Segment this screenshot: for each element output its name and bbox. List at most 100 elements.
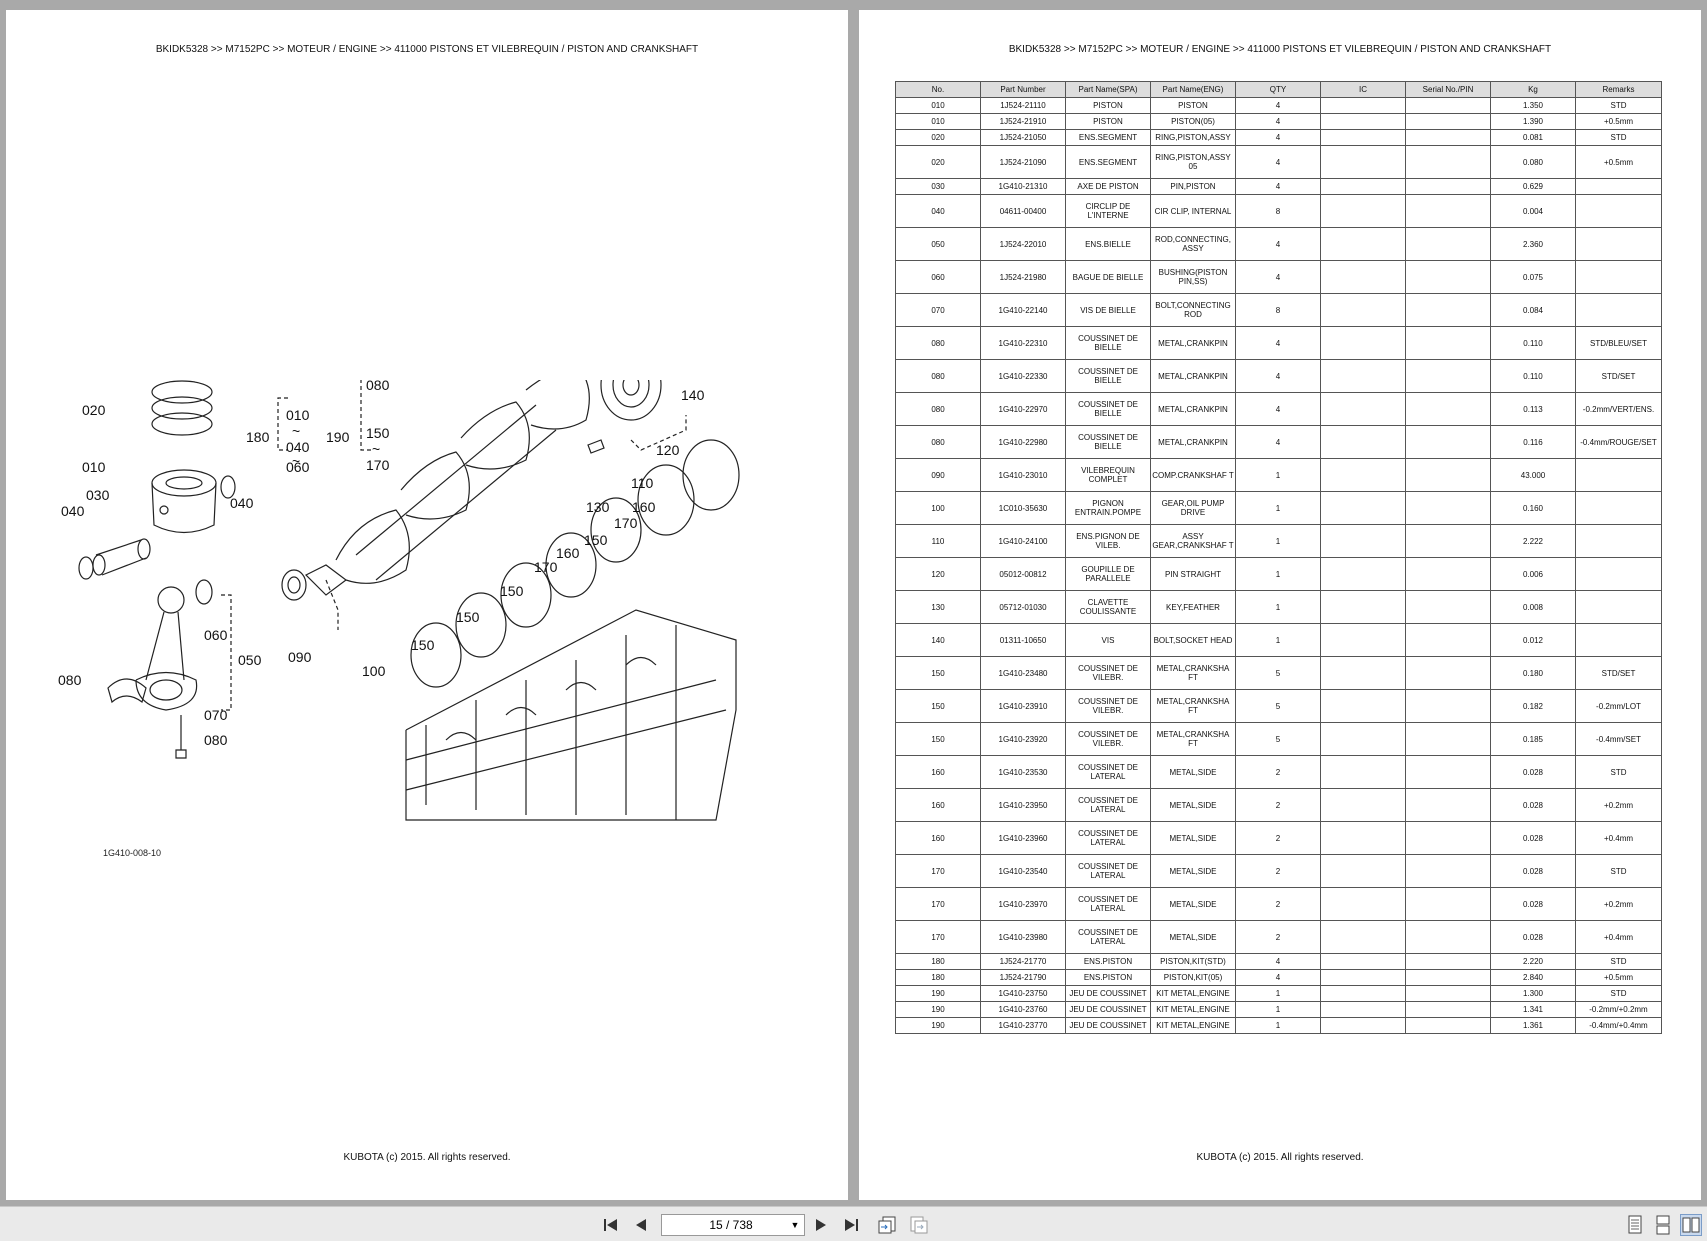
table-cell: BOLT,SOCKET HEAD — [1150, 623, 1236, 657]
table-cell: 4 — [1235, 392, 1321, 426]
table-cell: 2.220 — [1490, 953, 1576, 970]
table-cell: VIS — [1065, 623, 1151, 657]
table-cell: STD/BLEU/SET — [1575, 326, 1662, 360]
table-cell — [1405, 854, 1491, 888]
table-cell — [1320, 656, 1406, 690]
table-cell — [1320, 920, 1406, 954]
table-cell: COUSSINET DE BIELLE — [1065, 359, 1151, 393]
table-cell — [1575, 557, 1662, 591]
table-cell: STD — [1575, 854, 1662, 888]
table-cell: 1G410-23950 — [980, 788, 1066, 822]
table-cell — [1405, 985, 1491, 1002]
table-cell: METAL,SIDE — [1150, 788, 1236, 822]
callout-label: 010 — [82, 459, 106, 475]
table-cell: 0.182 — [1490, 689, 1576, 723]
table-cell — [1320, 590, 1406, 624]
piston-ring-shape — [151, 396, 213, 420]
column-header: Serial No./PIN — [1405, 81, 1491, 98]
table-cell: -0.4mm/+0.4mm — [1575, 1017, 1662, 1034]
table-cell: JEU DE COUSSINET — [1065, 1001, 1151, 1018]
table-cell — [1405, 821, 1491, 855]
table-cell: COUSSINET DE VILEBR. — [1065, 722, 1151, 756]
breadcrumb-item: MOTEUR / ENGINE — [270, 44, 377, 55]
chevron-down-icon[interactable]: ▼ — [790, 1220, 800, 1230]
table-cell: 0.180 — [1490, 656, 1576, 690]
column-header: QTY — [1235, 81, 1321, 98]
table-cell: VIS DE BIELLE — [1065, 293, 1151, 327]
table-cell: 010 — [895, 113, 981, 130]
table-cell: 150 — [895, 722, 981, 756]
next-view-button[interactable] — [908, 1214, 930, 1236]
table-cell: PIN STRAIGHT — [1150, 557, 1236, 591]
circlip-shape — [220, 475, 236, 499]
table-cell: ENS.SEGMENT — [1065, 129, 1151, 146]
previous-view-button[interactable] — [876, 1214, 898, 1236]
table-cell: 1G410-23960 — [980, 821, 1066, 855]
table-cell: 150 — [895, 689, 981, 723]
table-cell: 4 — [1235, 178, 1321, 195]
table-cell: METAL,CRANKSHA FT — [1150, 722, 1236, 756]
first-page-button[interactable] — [600, 1214, 622, 1236]
table-cell: 0.113 — [1490, 392, 1576, 426]
table-cell — [1320, 1017, 1406, 1034]
table-cell: COUSSINET DE LATERAL — [1065, 887, 1151, 921]
table-cell — [1320, 524, 1406, 558]
table-cell: COUSSINET DE VILEBR. — [1065, 689, 1151, 723]
single-page-view-button[interactable] — [1624, 1214, 1646, 1236]
callout-label: 150 — [366, 425, 390, 441]
table-cell: 1G410-23760 — [980, 1001, 1066, 1018]
piston-ring-shape — [151, 412, 213, 436]
table-cell: 1 — [1235, 557, 1321, 591]
table-cell: 1 — [1235, 985, 1321, 1002]
table-cell: 1 — [1235, 524, 1321, 558]
table-cell: 0.075 — [1490, 260, 1576, 294]
table-cell: 1 — [1235, 491, 1321, 525]
previous-page-button[interactable] — [630, 1214, 652, 1236]
next-page-icon — [816, 1219, 826, 1231]
table-cell — [1575, 590, 1662, 624]
table-cell: METAL,SIDE — [1150, 755, 1236, 789]
table-cell — [1575, 524, 1662, 558]
callout-label: 170 — [534, 559, 558, 575]
next-page-button[interactable] — [810, 1214, 832, 1236]
two-page-view-button[interactable] — [1680, 1214, 1702, 1236]
bushing-shape — [195, 579, 213, 605]
table-cell: 2 — [1235, 788, 1321, 822]
callout-label: 130 — [586, 499, 610, 515]
callout-label: 020 — [82, 402, 106, 418]
table-cell: 120 — [895, 557, 981, 591]
table-cell: CLAVETTE COULISSANTE — [1065, 590, 1151, 624]
table-cell — [1320, 293, 1406, 327]
piston-pin-shape — [95, 539, 147, 576]
table-cell — [1575, 227, 1662, 261]
table-cell: 2 — [1235, 920, 1321, 954]
table-cell: PISTON — [1150, 97, 1236, 114]
continuous-view-button[interactable] — [1652, 1214, 1674, 1236]
viewer-toolbar: 15 / 738 ▼ — [0, 1206, 1707, 1241]
table-cell: PISTON — [1065, 113, 1151, 130]
table-cell: 1 — [1235, 1001, 1321, 1018]
page-number-field[interactable]: 15 / 738 ▼ — [661, 1214, 805, 1236]
last-page-button[interactable] — [840, 1214, 862, 1236]
table-cell: METAL,CRANKSHA FT — [1150, 689, 1236, 723]
callout-label: 080 — [204, 732, 228, 748]
breadcrumb-item: MOTEUR / ENGINE — [1123, 44, 1230, 55]
copyright-footer: KUBOTA (c) 2015. All rights reserved. — [343, 1152, 511, 1163]
callout-label: 150 — [584, 532, 608, 548]
table-cell: 110 — [895, 524, 981, 558]
table-cell: 1G410-23910 — [980, 689, 1066, 723]
table-cell: 4 — [1235, 359, 1321, 393]
table-cell: 0.028 — [1490, 788, 1576, 822]
table-cell — [1575, 491, 1662, 525]
table-cell: METAL,CRANKSHA FT — [1150, 656, 1236, 690]
